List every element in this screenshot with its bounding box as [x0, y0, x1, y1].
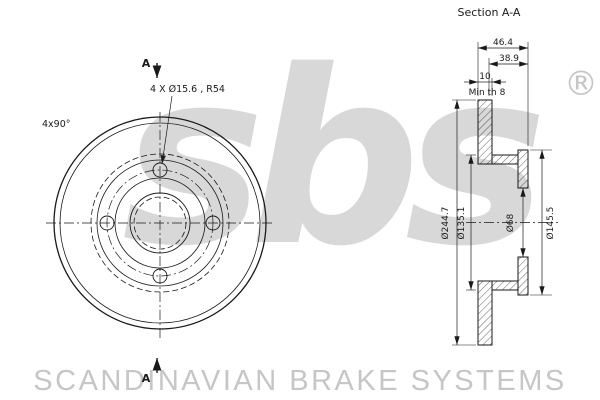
- dim-hub-diameter: Ø145.5: [530, 149, 556, 296]
- dim-bore-diameter: Ø68: [505, 188, 526, 257]
- friction-ring-bottom-section: [477, 280, 493, 346]
- friction-surface-inner-circle: [90, 153, 230, 293]
- friction-ring-top-section: [477, 99, 493, 165]
- overall-width-label: 46.4: [493, 38, 513, 48]
- plate-thickness-label: 10: [479, 72, 491, 82]
- front-view: A A 4 X Ø15.6 , R54 4x90°: [42, 57, 274, 385]
- section-view-title: Section A-A: [458, 6, 521, 19]
- bolt-hole-top: [152, 162, 168, 178]
- section-marker-bottom: A: [142, 358, 162, 385]
- hat-wall-top-section: [491, 154, 519, 165]
- section-marker-bottom-label: A: [142, 372, 151, 385]
- dim-hat-diameter: Ø135.1: [456, 154, 476, 291]
- bolt-hole-leader-line: [160, 95, 173, 165]
- dim-plate-thickness: 10 Min th 8: [464, 72, 506, 98]
- hub-diameter-label: Ø145.5: [545, 207, 556, 240]
- bolt-hole-left: [99, 215, 115, 231]
- outer-diameter-label: Ø244.7: [440, 207, 451, 240]
- hub-face-top-section: [517, 149, 529, 189]
- hat-diameter-label: Ø135.1: [456, 207, 467, 240]
- center-bore-circle: [129, 192, 191, 254]
- min-thickness-label: Min th 8: [469, 88, 506, 98]
- bolt-hole-right: [205, 215, 221, 231]
- bolt-hole-callout: 4 X Ø15.6 , R54: [150, 84, 225, 165]
- section-view: Section A-A Ø244.7 Ø135.1: [440, 6, 558, 346]
- center-bore-chamfer-circle: [133, 196, 187, 250]
- dim-outer-diameter: Ø244.7: [440, 99, 476, 346]
- brand-footer-text: SCANDINAVIAN BRAKE SYSTEMS: [33, 365, 567, 397]
- sbs-logo-watermark: sbs: [122, 19, 547, 299]
- section-marker-top: A: [142, 57, 162, 78]
- bolt-circle: [106, 169, 214, 277]
- section-marker-top-label: A: [142, 57, 151, 70]
- bolt-hole-callout-label: 4 X Ø15.6 , R54: [150, 84, 225, 95]
- hub-face-bottom-section: [517, 256, 529, 296]
- bolt-pattern-label: 4x90°: [42, 119, 71, 130]
- bolt-hole-bottom: [152, 268, 168, 284]
- dim-overall-width: 46.4: [477, 38, 529, 146]
- registered-trademark-icon: ®: [564, 64, 598, 104]
- disc-outer-edge-circle: [53, 116, 267, 330]
- hub-spigot-circle: [114, 177, 206, 269]
- hat-wall-bottom-section: [491, 280, 519, 291]
- disc-chamfer-circle: [59, 122, 261, 324]
- bore-diameter-label: Ø68: [505, 213, 516, 232]
- hat-depth-label: 38.9: [499, 54, 519, 64]
- hub-flange-circle: [96, 159, 224, 287]
- dim-hat-depth: 38.9: [488, 54, 528, 96]
